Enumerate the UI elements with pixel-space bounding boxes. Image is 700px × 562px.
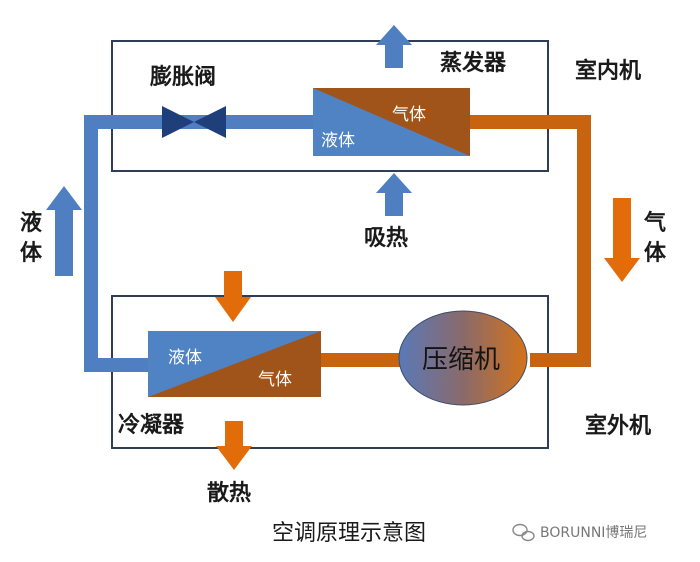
expansion-valve-icon (162, 106, 226, 138)
dissipate-heat-label: 散热 (207, 480, 251, 506)
gas-side-label: 气体 (643, 210, 667, 266)
indoor-unit-box (111, 40, 549, 172)
compressor-icon (398, 310, 528, 406)
gas-pipe (470, 115, 591, 367)
condenser-label: 冷凝器 (118, 412, 185, 438)
evaporator-label: 蒸发器 (440, 50, 507, 76)
absorb-heat-label: 吸热 (364, 225, 408, 251)
liquid-pipe (84, 115, 320, 372)
condenser-input-arrow-icon (215, 271, 251, 322)
condenser-liquid-label: 液体 (168, 348, 202, 368)
evaporator-output-arrow-icon (376, 25, 412, 68)
outdoor-unit-label: 室外机 (585, 413, 651, 439)
absorb-heat-arrow-icon (376, 173, 412, 216)
diagram-caption: 空调原理示意图 (272, 521, 426, 546)
condenser-gas-label: 气体 (258, 370, 292, 390)
expansion-valve-label: 膨胀阀 (149, 65, 216, 90)
gas-down-arrow-icon (604, 198, 640, 282)
compressor-label: 压缩机 (422, 345, 500, 375)
dissipate-heat-arrow-icon (216, 421, 252, 470)
liquid-up-arrow-icon (46, 186, 82, 276)
evaporator-gas-label: 气体 (392, 105, 426, 125)
evaporator-exchanger (313, 88, 470, 156)
indoor-unit-label: 室内机 (575, 58, 641, 84)
evaporator-liquid-label: 液体 (321, 131, 355, 151)
liquid-side-label: 液体 (20, 210, 43, 266)
wechat-icon (512, 523, 535, 542)
condenser-exchanger (148, 331, 321, 397)
watermark-text: BORUNNI博瑞尼 (540, 524, 647, 541)
